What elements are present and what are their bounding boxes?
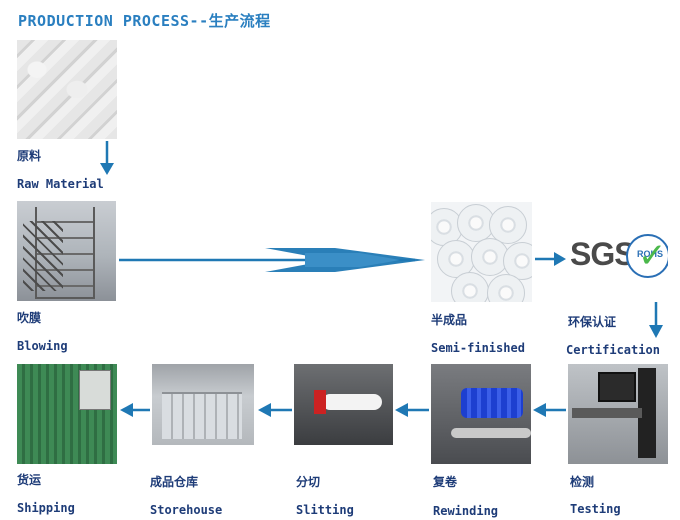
- shipping-container-photo: [17, 364, 117, 464]
- slitting-en-label: Slitting: [296, 503, 354, 517]
- rewinding-en-label: Rewinding: [433, 504, 499, 518]
- page-title: PRODUCTION PROCESS--生产流程: [18, 12, 271, 30]
- raw-material-cn-label: 原料: [17, 149, 42, 163]
- sgs-rohs-logo: SGS ROHS ✓: [568, 228, 668, 300]
- arrow-blowing-to-semi: [119, 248, 425, 272]
- testing-en-label: Testing: [570, 502, 621, 516]
- check-icon: ✓: [638, 236, 667, 276]
- semi-finished-cn-label: 半成品: [431, 313, 468, 327]
- sgs-logo-text: SGS: [570, 236, 636, 272]
- rewinding-cn-label: 复卷: [433, 475, 458, 489]
- raw-material-photo: [17, 40, 117, 139]
- arrow-slitting-to-storehouse: [258, 403, 292, 417]
- slitting-cn-label: 分切: [296, 475, 321, 489]
- storehouse-photo: [152, 364, 254, 445]
- arrow-raw-to-blowing: [100, 141, 114, 175]
- arrow-rewinding-to-slitting: [395, 403, 429, 417]
- raw-material-en-label: Raw Material: [17, 177, 104, 191]
- rewinding-machine-photo: [431, 364, 531, 464]
- storehouse-cn-label: 成品仓库: [150, 475, 199, 489]
- shipping-cn-label: 货运: [17, 473, 42, 487]
- arrow-semi-to-cert: [535, 252, 566, 266]
- arrow-testing-to-rewinding: [533, 403, 566, 417]
- blowing-cn-label: 吹膜: [17, 311, 42, 325]
- blowing-en-label: Blowing: [17, 339, 68, 353]
- shipping-en-label: Shipping: [17, 501, 75, 515]
- semi-finished-en-label: Semi-finished: [431, 341, 525, 355]
- certification-cn-label: 环保认证: [568, 315, 617, 329]
- arrow-storehouse-to-shipping: [120, 403, 150, 417]
- slitting-machine-photo: [294, 364, 393, 445]
- rohs-badge: ROHS: [626, 234, 668, 278]
- blowing-photo: [17, 201, 116, 301]
- semi-finished-photo: [431, 202, 532, 302]
- arrow-cert-to-testing: [649, 302, 663, 338]
- storehouse-en-label: Storehouse: [150, 503, 223, 517]
- certification-en-label: Certification: [566, 343, 660, 357]
- testing-cn-label: 检测: [570, 475, 595, 489]
- testing-machine-photo: [568, 364, 668, 464]
